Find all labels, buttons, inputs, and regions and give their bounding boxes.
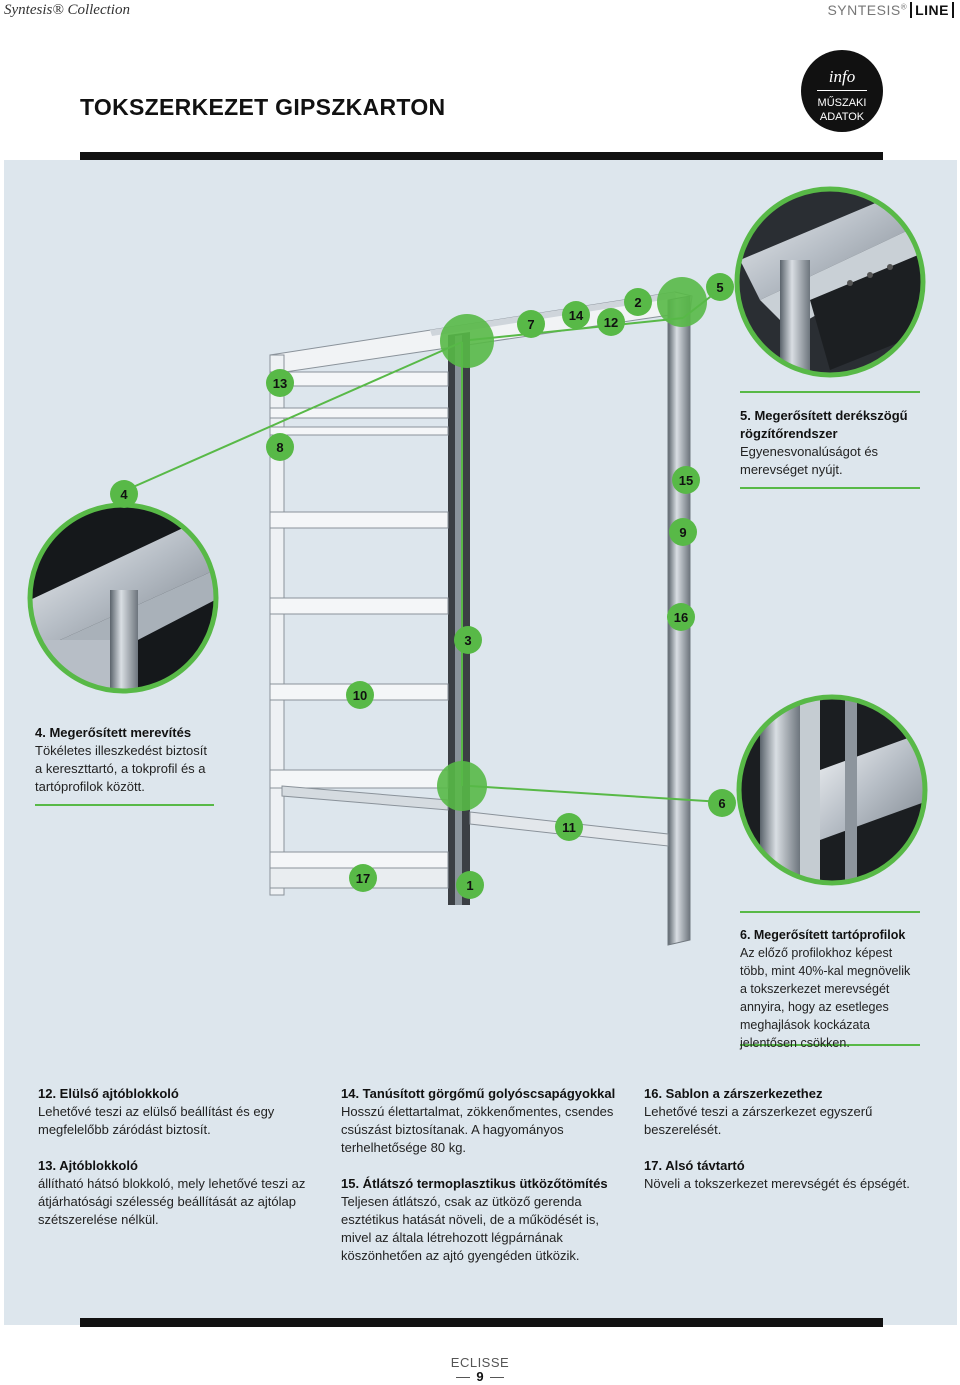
note-15-text: Teljesen átlátszó, csak az ütköző gerend… — [341, 1194, 599, 1263]
note-14-title: 14. Tanúsított görgőmű golyóscsapágyokka… — [341, 1086, 616, 1101]
caption-4-text: Tökéletes illeszkedést biztosít a keresz… — [35, 743, 207, 794]
note-16-title: 16. Sablon a zárszerkezethez — [644, 1086, 823, 1101]
info-divider — [817, 90, 867, 91]
callout-5: 5 — [706, 273, 734, 301]
notes-column-2: 14. Tanúsított görgőmű golyóscsapágyokka… — [341, 1085, 631, 1283]
caption-6-text: Az előző profilokhoz képest több, mint 4… — [740, 946, 911, 1050]
callout-15: 15 — [672, 466, 700, 494]
callout-lines — [35, 289, 920, 1046]
caption-4-title: 4. Megerősített merevítés — [35, 725, 192, 740]
note-15: 15. Átlátszó termoplasztikus ütközőtömít… — [341, 1175, 631, 1265]
svg-text:17: 17 — [356, 871, 370, 886]
note-12: 12. Elülső ajtóblokkoló Lehetővé teszi a… — [38, 1085, 328, 1139]
note-16-text: Lehetővé teszi a zárszerkezet egyszerű b… — [644, 1104, 873, 1137]
caption-5-title: 5. Megerősített derékszögű rögzítőrendsz… — [740, 408, 908, 441]
svg-text:1: 1 — [466, 878, 473, 893]
callout-16: 16 — [667, 603, 695, 631]
note-13: 13. Ajtóblokkoló állítható hátsó blokkol… — [38, 1157, 328, 1229]
callout-3: 3 — [454, 626, 482, 654]
note-13-title: 13. Ajtóblokkoló — [38, 1158, 138, 1173]
svg-text:10: 10 — [353, 688, 367, 703]
svg-text:14: 14 — [569, 308, 584, 323]
svg-text:3: 3 — [464, 633, 471, 648]
caption-5-text: Egyenesvonalúságot és merevséget nyújt. — [740, 444, 879, 477]
callout-7: 7 — [517, 310, 545, 338]
highlight-2 — [657, 277, 707, 327]
note-15-title: 15. Átlátszó termoplasztikus ütközőtömít… — [341, 1176, 608, 1191]
callout-12: 12 — [597, 308, 625, 336]
svg-text:13: 13 — [273, 376, 287, 391]
brand-label: SYNTESIS®LINE — [827, 2, 954, 18]
svg-text:6: 6 — [718, 796, 725, 811]
info-line-1: MŰSZAKI — [817, 97, 867, 109]
note-17: 17. Alsó távtartó Növeli a tokszerkezet … — [644, 1157, 924, 1193]
callout-14: 14 — [562, 301, 590, 329]
brand-registered: ® — [900, 2, 908, 12]
svg-text:4: 4 — [120, 487, 128, 502]
note-14: 14. Tanúsított görgőmű golyóscsapágyokka… — [341, 1085, 631, 1157]
info-badge: info MŰSZAKI ADATOK — [801, 50, 883, 132]
page-dash-left — [456, 1377, 471, 1379]
callout-2: 2 — [624, 288, 652, 316]
notes-column-3: 16. Sablon a zárszerkezethez Lehetővé te… — [644, 1085, 924, 1211]
brand-main: SYNTESIS — [827, 2, 901, 18]
highlight-6 — [437, 761, 487, 811]
callout-4: 4 — [110, 480, 138, 508]
collection-label: Syntesis® Collection — [4, 2, 130, 18]
callout-1: 1 — [456, 871, 484, 899]
detail-circle-6 — [736, 694, 928, 886]
svg-text:7: 7 — [527, 317, 534, 332]
note-14-text: Hosszú élettartalmat, zökkenőmentes, cse… — [341, 1104, 614, 1155]
info-word: info — [828, 67, 856, 86]
note-12-text: Lehetővé teszi az elülső beállítást és e… — [38, 1104, 275, 1137]
note-17-text: Növeli a tokszerkezet merevségét és épsé… — [644, 1176, 910, 1191]
svg-text:9: 9 — [679, 525, 686, 540]
pocket-frame — [269, 291, 693, 946]
svg-text:12: 12 — [604, 315, 618, 330]
footer-page: 9 — [0, 1369, 960, 1384]
note-12-title: 12. Elülső ajtóblokkoló — [38, 1086, 179, 1101]
page-dash-right — [489, 1377, 504, 1379]
highlight-14 — [440, 314, 494, 368]
footer-brand: ECLISSE — [450, 1355, 510, 1370]
notes-column-1: 12. Elülső ajtóblokkoló Lehetővé teszi a… — [38, 1085, 328, 1247]
svg-text:11: 11 — [562, 820, 576, 835]
callout-13: 13 — [266, 369, 294, 397]
info-line-2: ADATOK — [819, 111, 865, 123]
callout-10: 10 — [346, 681, 374, 709]
callout-6: 6 — [708, 789, 736, 817]
bottom-rule — [80, 1318, 883, 1327]
note-13-text: állítható hátsó blokkoló, mely lehetővé … — [38, 1176, 306, 1227]
callout-11: 11 — [555, 813, 583, 841]
callout-17: 17 — [349, 864, 377, 892]
top-rule — [80, 152, 883, 160]
svg-text:15: 15 — [679, 473, 693, 488]
svg-text:16: 16 — [674, 610, 688, 625]
svg-text:8: 8 — [276, 440, 283, 455]
brand-line: LINE — [910, 2, 954, 18]
caption-4: 4. Megerősített merevítés Tökéletes ille… — [35, 724, 215, 796]
callout-8: 8 — [266, 433, 294, 461]
page-title: TOKSZERKEZET GIPSZKARTON — [80, 94, 446, 120]
note-17-title: 17. Alsó távtartó — [644, 1158, 745, 1173]
page-number: 9 — [476, 1369, 484, 1384]
callout-9: 9 — [669, 518, 697, 546]
svg-text:5: 5 — [716, 280, 723, 295]
note-16: 16. Sablon a zárszerkezethez Lehetővé te… — [644, 1085, 924, 1139]
detail-circle-4 — [27, 502, 219, 694]
detail-circle-5 — [734, 186, 926, 378]
caption-5: 5. Megerősített derékszögű rögzítőrendsz… — [740, 407, 920, 479]
svg-text:2: 2 — [634, 295, 641, 310]
caption-6-title: 6. Megerősített tartóprofilok — [740, 928, 906, 942]
caption-6: 6. Megerősített tartóprofilok Az előző p… — [740, 926, 920, 1052]
